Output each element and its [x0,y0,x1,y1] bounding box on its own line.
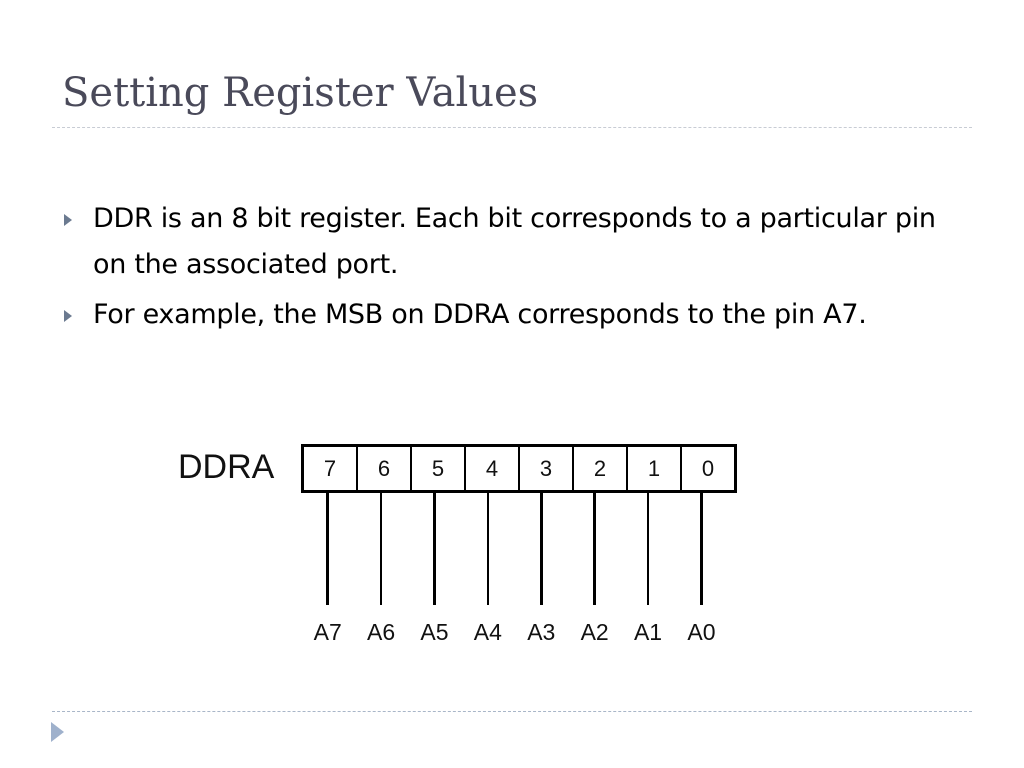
bit-cell: 4 [466,447,520,490]
bit-cell: 1 [628,447,682,490]
pin-connector: A4 [461,490,514,646]
pin-connector: A5 [408,490,461,646]
pin-connector: A2 [568,490,621,646]
register-diagram: DDRA 7 6 5 4 3 2 1 0 A7 A6 A5 A4 A3 A2 A… [178,440,778,660]
pin-label: A2 [580,619,609,645]
footer-divider [52,711,972,712]
pin-line [593,490,596,605]
bullet-text: DDR is an 8 bit register. Each bit corre… [93,203,936,280]
bit-cell: 7 [304,447,358,490]
slide-title: Setting Register Values [62,70,539,116]
bit-cell: 5 [412,447,466,490]
bit-cell: 3 [520,447,574,490]
title-divider [52,127,972,128]
register-bit-row: 7 6 5 4 3 2 1 0 [301,444,737,493]
bit-cell: 2 [574,447,628,490]
bullet-list: DDR is an 8 bit register. Each bit corre… [62,196,962,342]
pin-line [379,490,383,605]
bullet-text: For example, the MSB on DDRA corresponds… [93,299,867,330]
pin-connector: A0 [675,490,728,646]
bit-cell: 0 [701,455,715,481]
pin-connector: A7 [301,490,354,646]
triangle-bullet-icon [64,310,72,322]
pin-connector: A6 [354,490,407,646]
triangle-bullet-icon [64,214,72,226]
pin-label: A4 [473,619,502,645]
pin-label: A5 [420,619,449,645]
pin-connector: A1 [621,490,674,646]
pin-line [326,490,329,605]
pin-connector: A3 [515,490,568,646]
bullet-item: DDR is an 8 bit register. Each bit corre… [62,196,962,288]
pin-label: A1 [633,619,663,645]
pin-line [540,490,543,605]
pin-label: A0 [687,619,716,645]
pin-label: A7 [313,619,342,645]
register-label: DDRA [178,448,275,486]
bit-cell: 6 [358,447,412,490]
bullet-item: For example, the MSB on DDRA corresponds… [62,292,962,338]
pin-line [646,490,650,605]
pin-line [486,490,490,605]
pin-label: A6 [367,619,396,645]
pin-line [700,490,703,605]
pin-row: A7 A6 A5 A4 A3 A2 A1 A0 [301,490,728,646]
pin-label: A3 [527,619,556,645]
triangle-right-icon[interactable] [51,722,64,742]
pin-line [433,490,436,605]
